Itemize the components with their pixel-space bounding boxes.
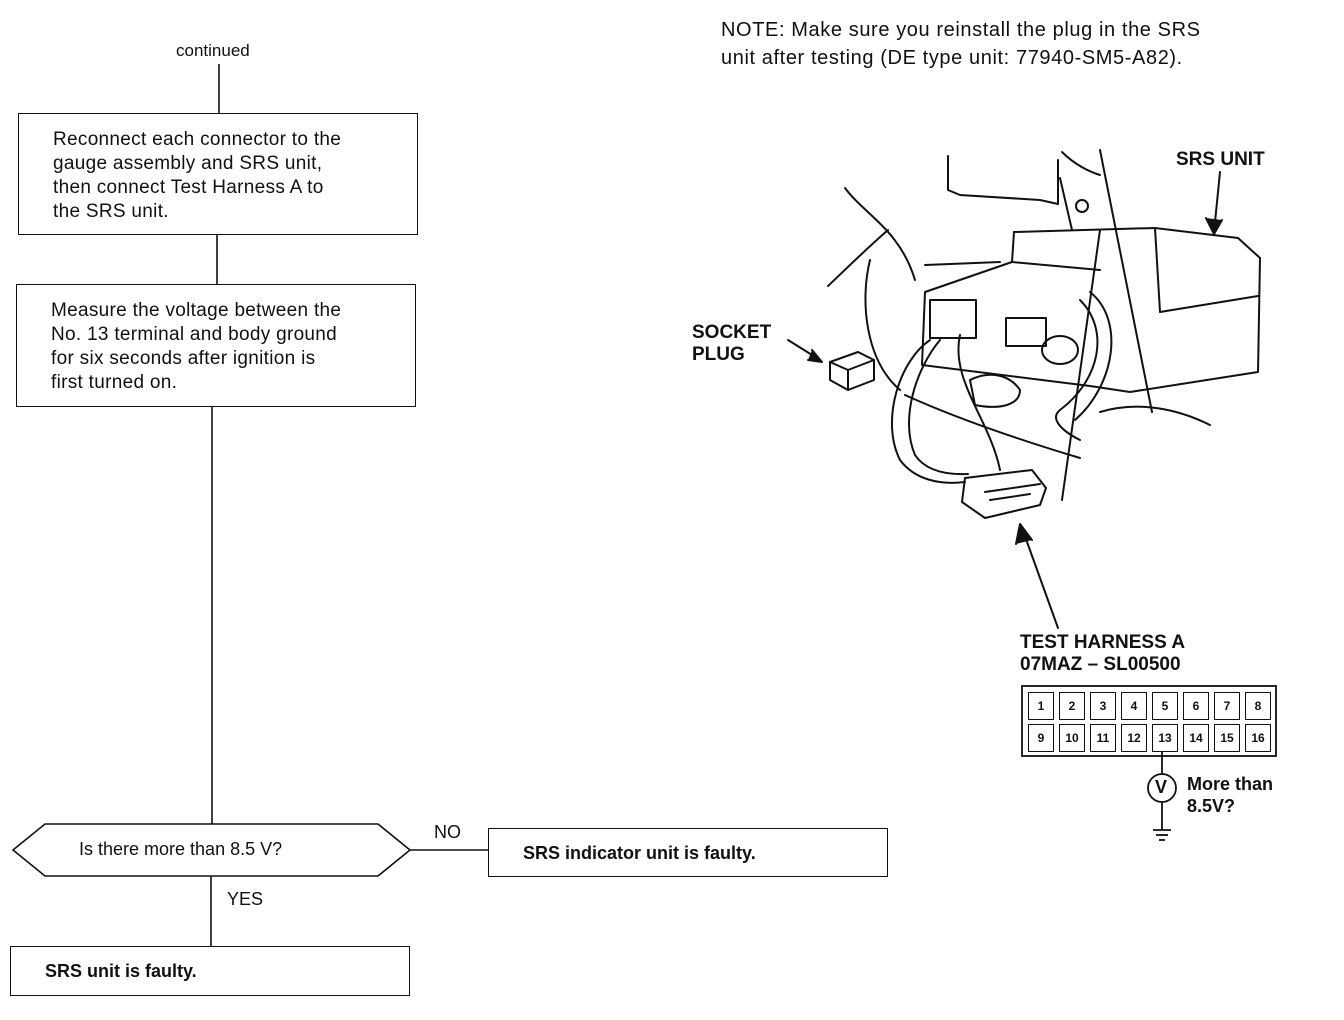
floor-line xyxy=(904,394,1081,459)
decision-text: Is there more than 8.5 V? xyxy=(79,839,283,859)
test-harness-arrowhead xyxy=(1015,523,1033,545)
note-text: NOTE: Make sure you reinstall the plug i… xyxy=(721,16,1201,72)
srs-unit-front xyxy=(921,231,1091,387)
unit-connector-b xyxy=(1005,317,1047,347)
socket-plug-label: SOCKET PLUG xyxy=(692,322,771,366)
srs-unit-edge-b xyxy=(1159,295,1259,313)
srs-unit-label: SRS UNIT xyxy=(1176,149,1265,170)
srs-unit-top xyxy=(1011,261,1101,271)
bracket-outline xyxy=(947,155,1059,205)
connector-pin: 13 xyxy=(1152,724,1178,752)
connector-pin: 9 xyxy=(1028,724,1054,752)
harness-wire-a xyxy=(891,339,966,484)
connector-pin: 12 xyxy=(1121,724,1147,752)
meter-question-line: 8.5V? xyxy=(1187,796,1236,816)
pin-block-outline xyxy=(1021,685,1277,757)
srs-illustration xyxy=(787,149,1261,629)
bracket-line xyxy=(1059,177,1073,231)
connector-pin: 11 xyxy=(1090,724,1116,752)
floor-line-b xyxy=(1099,405,1211,426)
connector-pin: 5 xyxy=(1152,692,1178,720)
test-harness-label-line: TEST HARNESS A xyxy=(1020,632,1186,653)
connector-pin: 15 xyxy=(1214,724,1240,752)
unit-connector-c xyxy=(1041,335,1079,365)
socket-plug-edge xyxy=(829,359,875,391)
reference-line-a xyxy=(1099,149,1153,413)
panel-curve-a xyxy=(844,187,916,281)
test-harness-label: TEST HARNESS A 07MAZ – SL00500 xyxy=(1020,632,1185,676)
step-measure-text: Measure the voltage between the No. 13 t… xyxy=(51,299,341,395)
srs-unit-arrowhead xyxy=(1205,217,1223,235)
step-measure-line: for six seconds after ignition is xyxy=(51,348,316,369)
continued-label: continued xyxy=(176,41,250,60)
socket-plug xyxy=(829,351,875,391)
yes-label: YES xyxy=(227,889,264,909)
connector-pin: 3 xyxy=(1090,692,1116,720)
voltmeter-symbol: V xyxy=(1155,777,1168,797)
connector-pin: 10 xyxy=(1059,724,1085,752)
step-measure-line: Measure the voltage between the xyxy=(51,300,342,321)
result-indicator-faulty-text: SRS indicator unit is faulty. xyxy=(523,843,756,863)
step-reconnect-line: Reconnect each connector to the xyxy=(53,129,342,150)
step-measure-line: first turned on. xyxy=(51,372,178,393)
socket-plug-label-line: PLUG xyxy=(692,344,745,365)
result-srs-faulty-text: SRS unit is faulty. xyxy=(45,961,197,981)
test-harness-part-number: 07MAZ – SL00500 xyxy=(1020,654,1181,675)
panel-curve-c xyxy=(864,259,901,391)
step-reconnect-line: gauge assembly and SRS unit, xyxy=(53,153,323,174)
note-line-2: unit after testing (DE type unit: 77940-… xyxy=(721,47,1183,69)
panel-curve-b xyxy=(827,229,889,287)
harness-connector-slot xyxy=(984,483,1041,493)
harness-connector xyxy=(961,469,1047,519)
step-reconnect-line: then connect Test Harness A to xyxy=(53,177,324,198)
connector-pin: 8 xyxy=(1245,692,1271,720)
socket-plug-arrowhead xyxy=(807,349,823,363)
clip xyxy=(969,373,1021,408)
flow-connectors xyxy=(210,64,489,946)
decision-shape xyxy=(11,823,412,877)
connector-pin: 2 xyxy=(1059,692,1085,720)
harness-connector-slot-b xyxy=(989,493,1031,501)
harness-wire-c xyxy=(957,334,1001,471)
connector-pin: 4 xyxy=(1121,692,1147,720)
socket-plug-label-line: SOCKET xyxy=(692,322,772,343)
harness-loop-b xyxy=(1074,291,1113,421)
connector-pin: 7 xyxy=(1214,692,1240,720)
result-srs-faulty-box: SRS unit is faulty. xyxy=(10,946,410,996)
step-reconnect-text: Reconnect each connector to the gauge as… xyxy=(53,128,341,224)
connector-pin: 1 xyxy=(1028,692,1054,720)
step-reconnect-line: the SRS unit. xyxy=(53,201,169,222)
bracket-edge xyxy=(1061,151,1101,176)
step-measure-box: Measure the voltage between the No. 13 t… xyxy=(16,284,416,407)
note-line-1: NOTE: Make sure you reinstall the plug i… xyxy=(721,19,1201,41)
connector-pin: 16 xyxy=(1245,724,1271,752)
srs-unit-edge xyxy=(1154,227,1161,313)
unit-connector-a xyxy=(929,299,977,339)
harness-loop xyxy=(1055,299,1099,441)
result-indicator-faulty-box: SRS indicator unit is faulty. xyxy=(488,828,888,877)
no-label: NO xyxy=(434,822,461,842)
panel-line xyxy=(924,261,1001,266)
step-reconnect-box: Reconnect each connector to the gauge as… xyxy=(18,113,418,235)
srs-unit-outline xyxy=(1013,227,1261,393)
meter-question: More than 8.5V? xyxy=(1187,773,1273,817)
harness-wire-b xyxy=(908,339,969,476)
bracket-hole xyxy=(1075,199,1089,213)
meter-question-line: More than xyxy=(1187,774,1274,794)
connector-pin: 14 xyxy=(1183,724,1209,752)
test-harness-arrow xyxy=(1021,527,1059,629)
step-measure-line: No. 13 terminal and body ground xyxy=(51,324,338,345)
connector-pin: 6 xyxy=(1183,692,1209,720)
